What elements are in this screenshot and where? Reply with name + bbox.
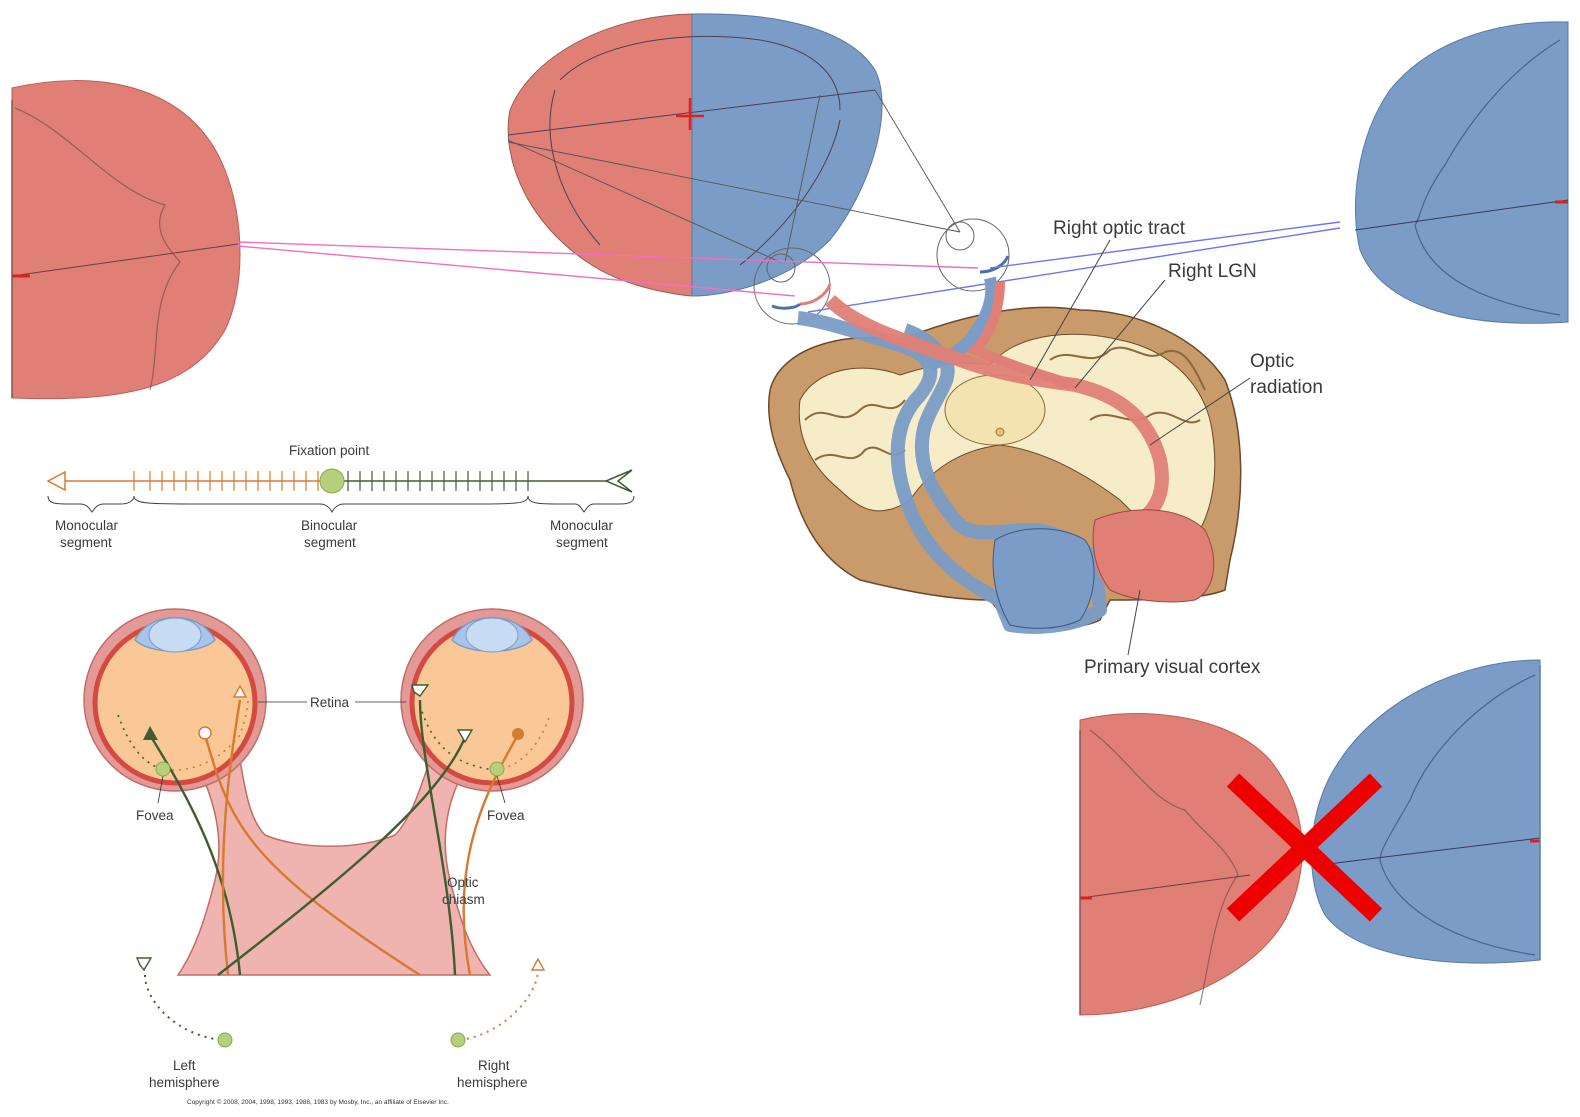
- fixation-scale: Fixation point: [48, 443, 634, 550]
- right-visual-field: [1355, 22, 1568, 323]
- label-left-hemisphere-1: Left: [173, 1058, 196, 1073]
- fields-with-cross: [1080, 660, 1540, 1015]
- label-right-lgn: Right LGN: [1168, 261, 1257, 282]
- copyright-text: Copyright © 2008, 2004, 1998, 1993, 1988…: [187, 1098, 449, 1106]
- left-visual-field: [12, 81, 240, 399]
- label-binocular-2: segment: [304, 535, 356, 550]
- label-optic-chiasm-1: Optic: [447, 875, 479, 890]
- label-fovea-left: Fovea: [136, 808, 174, 823]
- label-fovea-right: Fovea: [487, 808, 525, 823]
- left-eyeball: [754, 248, 830, 324]
- label-optic-chiasm-2: chiasm: [442, 892, 485, 907]
- brain-cross-section: [769, 278, 1241, 628]
- label-optic-radiation-1: Optic: [1250, 351, 1294, 372]
- label-monocular-left-1: Monocular: [55, 518, 119, 533]
- label-binocular-1: Binocular: [301, 518, 358, 533]
- label-primary-visual-cortex: Primary visual cortex: [1084, 657, 1261, 678]
- label-retina: Retina: [310, 695, 350, 710]
- label-monocular-left-2: segment: [60, 535, 112, 550]
- label-right-hemisphere-1: Right: [478, 1058, 510, 1073]
- label-monocular-right-1: Monocular: [550, 518, 614, 533]
- label-fixation-point: Fixation point: [289, 443, 370, 458]
- label-monocular-right-2: segment: [556, 535, 608, 550]
- optic-chiasm-diagram: Retina Fovea Fovea Optic chiasm Left hem…: [84, 609, 583, 1106]
- label-right-optic-tract: Right optic tract: [1053, 218, 1186, 239]
- label-optic-radiation-2: radiation: [1250, 377, 1323, 398]
- label-left-hemisphere-2: hemisphere: [149, 1075, 220, 1090]
- right-eyeball: [937, 219, 1009, 291]
- label-right-hemisphere-2: hemisphere: [457, 1075, 528, 1090]
